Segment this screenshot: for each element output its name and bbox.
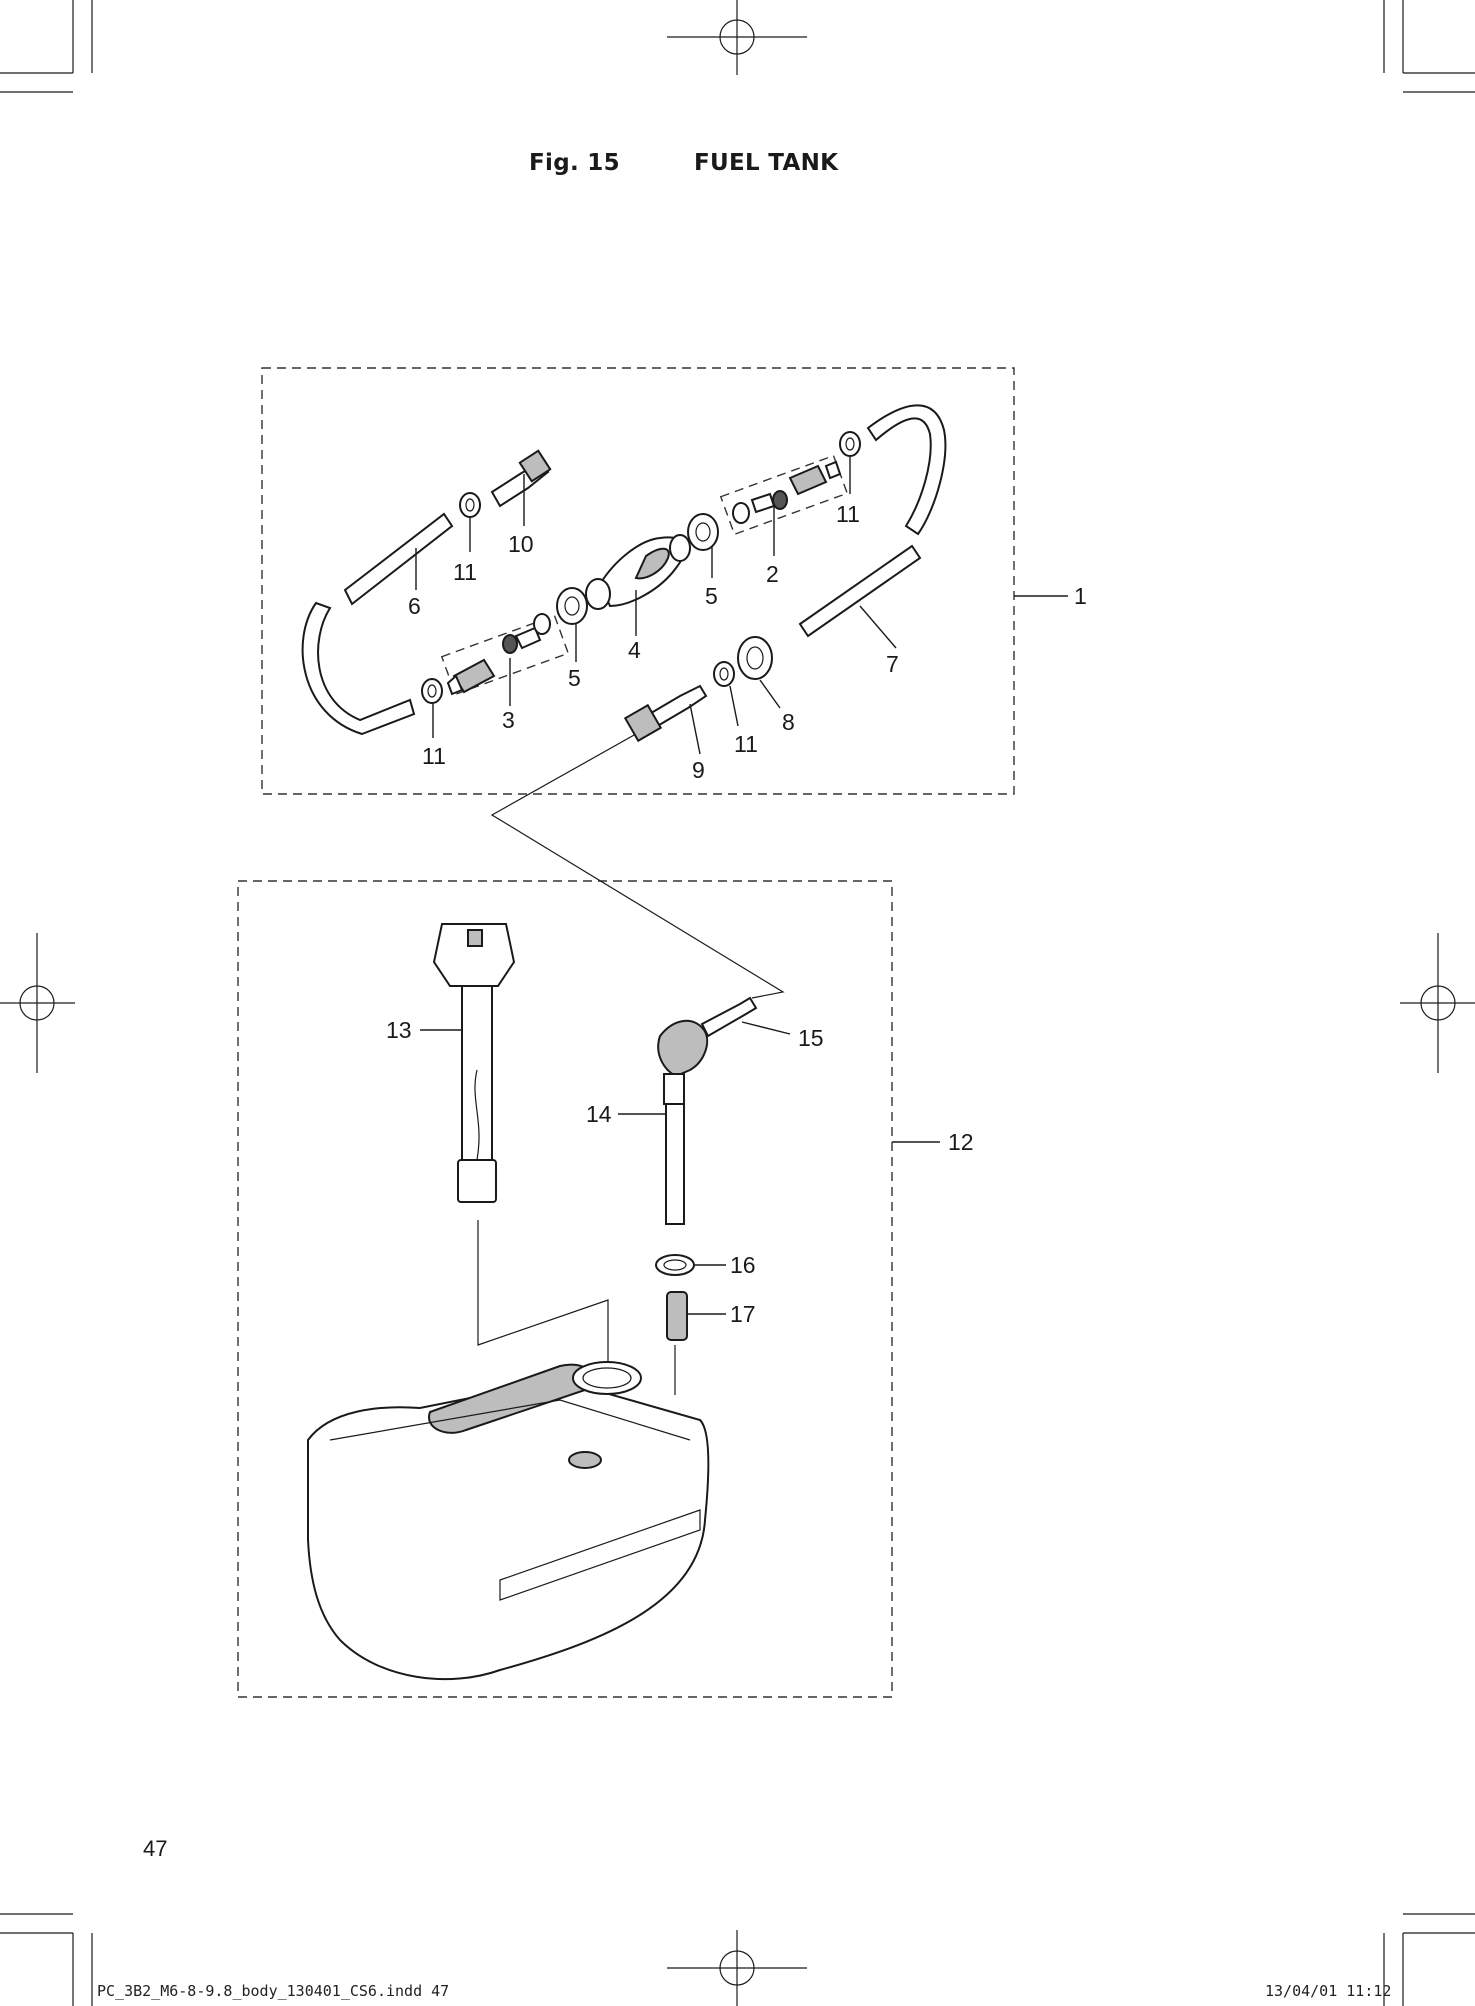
- page-number: 47: [143, 1836, 168, 1861]
- elbow-14-neck: [663, 1073, 685, 1105]
- connection-line: [490, 729, 785, 999]
- fuel-tank-label-panel: [499, 1509, 701, 1601]
- callout-5a: 5: [568, 665, 581, 691]
- gauge-13-tube: [461, 985, 493, 1165]
- seal-5-right: [687, 513, 719, 551]
- callout-5b: 5: [705, 583, 718, 609]
- callout-11c: 11: [836, 501, 860, 527]
- clip-11-a: [459, 492, 481, 518]
- elbow-14: [657, 1020, 709, 1078]
- callout-13: 13: [386, 1017, 412, 1043]
- page-title: FUEL TANK: [694, 150, 839, 176]
- clip-11-b: [421, 678, 443, 704]
- connector-2-body: [788, 464, 828, 496]
- clip-11-a-hole: [465, 498, 475, 512]
- seal-5-left: [556, 587, 588, 625]
- callout-14: 14: [586, 1101, 612, 1127]
- callout-1: 1: [1074, 583, 1087, 609]
- callout-3: 3: [502, 707, 515, 733]
- figure-number: Fig. 15: [529, 150, 620, 176]
- gauge-guide-line: [477, 1220, 609, 1380]
- leader-9: [689, 703, 701, 755]
- clip-11-d-hole: [719, 667, 729, 681]
- leader-15: [741, 1021, 791, 1035]
- connector-2-washer: [732, 502, 750, 524]
- primer-bulb-4-inlet: [585, 578, 611, 610]
- callout-6: 6: [408, 593, 421, 619]
- filter-17: [666, 1291, 688, 1341]
- registration-mark-top: [667, 0, 807, 75]
- fuel-tank-outlet: [568, 1451, 602, 1469]
- fuel-joint-15: [700, 996, 758, 1038]
- callout-17: 17: [730, 1301, 756, 1327]
- connector-3-nose: [446, 674, 464, 696]
- hose-6-upper: [343, 512, 454, 606]
- callout-16: 16: [730, 1252, 756, 1278]
- connector-2-nose: [824, 460, 842, 480]
- fuel-tank-filler-neck: [572, 1361, 642, 1395]
- gauge-13-cap: [432, 923, 516, 987]
- registration-mark-left: [0, 933, 75, 1073]
- callout-10: 10: [508, 531, 534, 557]
- primer-bulb-4-highlight: [634, 547, 670, 580]
- suction-tube: [665, 1103, 685, 1225]
- fuel-tank-top: [329, 1399, 691, 1441]
- leader-7: [859, 605, 897, 649]
- callout-11b: 11: [422, 743, 446, 769]
- clip-11-d: [713, 661, 735, 687]
- callout-9: 9: [692, 757, 705, 783]
- connector-3-ring: [502, 634, 518, 654]
- footer-file-name: PC_3B2_M6-8-9.8_body_130401_CS6.indd 47: [97, 1982, 450, 2000]
- o-ring-16: [655, 1254, 695, 1276]
- connector-2-ring: [772, 490, 788, 510]
- joint-9-head: [623, 703, 663, 743]
- callout-11d: 11: [734, 731, 758, 757]
- seal-5-right-hole: [695, 522, 711, 542]
- callout-11a: 11: [453, 559, 477, 585]
- gauge-13-knob: [467, 929, 483, 947]
- callout-2: 2: [766, 561, 779, 587]
- connector-3-box: [440, 614, 570, 696]
- adaptor-8: [737, 636, 773, 680]
- callout-4: 4: [628, 637, 641, 663]
- gauge-13-foot: [457, 1159, 497, 1203]
- hose-6-lower: [301, 601, 416, 736]
- fuel-line-assembly-box: [261, 367, 1015, 795]
- fuel-tank-filler-neck-inner: [582, 1367, 632, 1389]
- clip-11-c-hole: [845, 437, 855, 451]
- joint-10-head: [518, 449, 552, 483]
- hose-7-lower: [798, 544, 922, 638]
- adaptor-8-hole: [746, 646, 764, 670]
- clip-11-b-hole: [427, 684, 437, 698]
- o-ring-16-hole: [663, 1259, 687, 1271]
- registration-mark-bottom: [667, 1930, 807, 2006]
- leader-11d: [729, 685, 739, 727]
- hose-7-upper: [866, 404, 947, 536]
- leader-8: [759, 679, 781, 709]
- callout-7: 7: [886, 651, 899, 677]
- connector-3-tip: [514, 626, 542, 650]
- connector-2-tip: [750, 492, 776, 514]
- footer-timestamp: 13/04/01 11:12: [1265, 1982, 1392, 2000]
- clip-11-c: [839, 431, 861, 457]
- fuel-tank-body: [307, 1378, 710, 1681]
- gauge-13-float-wire: [474, 1069, 480, 1161]
- seal-5-left-hole: [564, 596, 580, 616]
- primer-bulb-4-outlet: [669, 534, 691, 562]
- registration-mark-right: [1400, 933, 1475, 1073]
- connector-3-washer: [533, 613, 551, 635]
- callout-8: 8: [782, 709, 795, 735]
- callout-15: 15: [798, 1025, 824, 1051]
- callout-12: 12: [948, 1129, 974, 1155]
